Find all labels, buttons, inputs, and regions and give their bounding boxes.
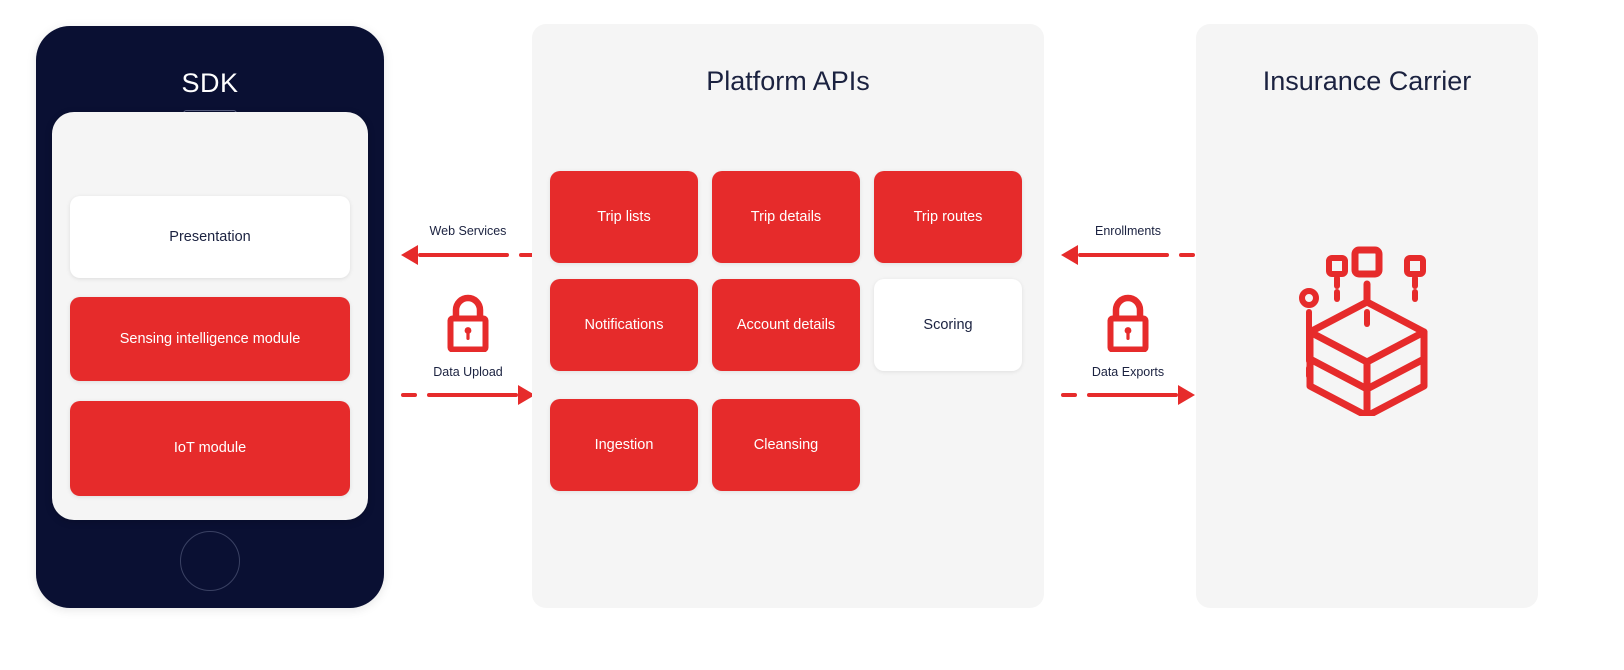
arrow-dash: [1061, 392, 1077, 398]
arrow-line: [1078, 252, 1169, 258]
phone-screen: Presentation Sensing intelligence module…: [52, 112, 368, 520]
sdk-layer-sensing-intelligence-module[interactable]: Sensing intelligence module: [70, 297, 350, 381]
api-tile-row: Ingestion Cleansing: [550, 399, 1045, 491]
arrow-line: [427, 392, 518, 398]
flow-connector-sdk-to-platform: Web Services Data Upload: [393, 214, 543, 414]
api-tile-cleansing[interactable]: Cleansing: [712, 399, 860, 491]
arrow-line: [1087, 392, 1178, 398]
api-tile-trip-details[interactable]: Trip details: [712, 171, 860, 263]
sdk-layer-iot-module[interactable]: IoT module: [70, 401, 350, 496]
arrow-enrollments: [1061, 244, 1195, 266]
api-tile-scoring[interactable]: Scoring: [874, 279, 1022, 371]
flow-label-enrollments: Enrollments: [1095, 224, 1161, 238]
network-cube-icon: [1267, 216, 1467, 420]
arrow-dash: [519, 252, 535, 258]
api-tile-label: Notifications: [584, 317, 664, 333]
arrow-head-left-icon: [401, 245, 418, 265]
flow-label-web-services: Web Services: [429, 224, 507, 238]
api-tile-label: Ingestion: [594, 437, 654, 453]
api-tile-account-details[interactable]: Account details: [712, 279, 860, 371]
api-tile-label: Account details: [736, 317, 836, 333]
sdk-layer-presentation[interactable]: Presentation: [70, 196, 350, 278]
sdk-panel: SDK Presentation Sensing intelligence mo…: [36, 26, 384, 608]
insurance-carrier-panel: Insurance Carrier: [1196, 24, 1538, 608]
sdk-panel-title: SDK: [181, 68, 239, 98]
sdk-layer-label: Presentation: [169, 228, 251, 245]
api-tile-empty-slot: [874, 399, 1022, 491]
arrow-head-left-icon: [1061, 245, 1078, 265]
api-tile-row: Notifications Account details Scoring: [550, 279, 1045, 371]
arrow-data-upload: [401, 384, 535, 406]
flow-connector-platform-to-carrier: Enrollments Data Exports: [1053, 214, 1203, 414]
arrow-dash: [1179, 252, 1195, 258]
api-tile-label: Cleansing: [753, 437, 819, 453]
flow-label-data-upload: Data Upload: [433, 365, 503, 379]
platform-apis-title: Platform APIs: [706, 66, 870, 96]
sdk-layer-label: IoT module: [173, 440, 247, 457]
arrow-head-right-icon: [518, 385, 535, 405]
api-tile-label: Trip details: [750, 209, 822, 225]
flow-label-data-exports: Data Exports: [1091, 365, 1165, 379]
platform-apis-panel: Platform APIs Trip lists Trip details Tr…: [532, 24, 1044, 608]
api-tile-label: Trip lists: [597, 209, 651, 225]
api-tile-trip-routes[interactable]: Trip routes: [874, 171, 1022, 263]
api-tile-ingestion[interactable]: Ingestion: [550, 399, 698, 491]
lock-icon: [1100, 290, 1156, 353]
arrow-web-services: [401, 244, 535, 266]
lock-icon: [440, 290, 496, 353]
api-tile-row: Trip lists Trip details Trip routes: [550, 171, 1045, 263]
api-tile-label: Scoring: [923, 317, 973, 333]
arrow-dash: [401, 392, 417, 398]
api-tile-notifications[interactable]: Notifications: [550, 279, 698, 371]
arrow-head-right-icon: [1178, 385, 1195, 405]
arrow-line: [418, 252, 509, 258]
sdk-layer-label: Sensing intelligence module: [119, 330, 301, 347]
phone-home-button[interactable]: [180, 531, 240, 591]
api-tile-label: Trip routes: [913, 209, 983, 225]
api-tile-grid: Trip lists Trip details Trip routes Noti…: [550, 171, 1045, 507]
insurance-carrier-title: Insurance Carrier: [1262, 66, 1472, 96]
arrow-data-exports: [1061, 384, 1195, 406]
api-tile-trip-lists[interactable]: Trip lists: [550, 171, 698, 263]
